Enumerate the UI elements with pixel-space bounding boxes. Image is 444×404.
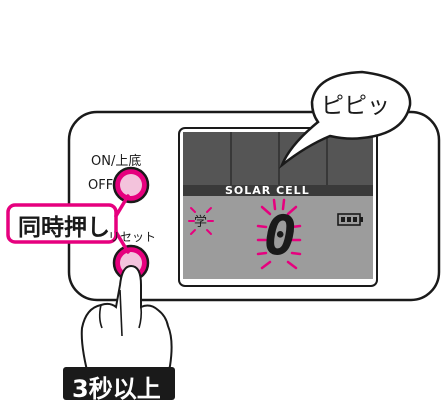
speech-bubble-text: ピピッ [321, 93, 390, 119]
lcd-screen [183, 196, 373, 279]
hold-duration-label: 3秒以上 [72, 375, 161, 403]
mode-flash-marks [188, 207, 214, 235]
solar-panel [183, 132, 373, 185]
hold-duration-badge [63, 367, 175, 400]
on-off-label: ON/上底 [91, 154, 142, 169]
press-both-callout [6, 194, 130, 254]
battery-icon [337, 213, 363, 226]
solar-cell-label: SOLAR CELL [225, 184, 310, 197]
press-both-label: 同時押し [18, 215, 110, 241]
digit-flash-marks [256, 198, 302, 270]
hand-illustration [80, 264, 173, 397]
off-label: OFF [88, 178, 114, 193]
lcd-digit: 0 [264, 204, 297, 267]
solar-cell-dividers [230, 132, 328, 185]
lcd-mode-char: 学 [194, 215, 208, 230]
on-off-button[interactable] [112, 166, 150, 204]
speech-bubble [279, 70, 412, 169]
reset-label: リセット [108, 230, 157, 244]
solar-label-strip [183, 185, 373, 196]
